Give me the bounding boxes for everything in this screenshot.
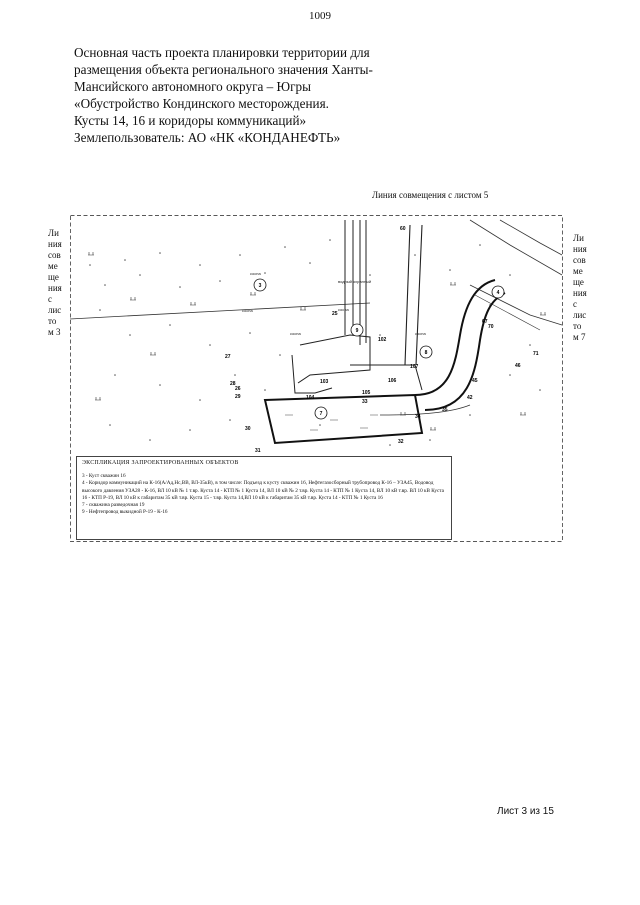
title-line: Мансийского автономного округа – Югры [74,79,311,94]
road-edge [474,294,541,331]
page-number: 1009 [309,10,331,22]
road-curve [379,404,471,416]
marsh-symbols [88,252,546,431]
legend-item: 4 - Коридор коммуникаций на К-16(А/Ад,Нс… [82,480,444,501]
road-edge [469,219,563,276]
map-frame [70,215,563,542]
svg-text:сосна: сосна [250,271,261,276]
title-line: Землепользователь: АО «НК «КОНДАНЕФТЬ» [74,130,341,145]
svg-text:45: 45 [472,378,478,384]
pad-hatching [285,414,378,431]
well-pad [263,393,424,445]
svg-text:сосна: сосна [242,308,253,313]
legend-item: 9 - Нефтепровод выкидной Р-19 - К-16 [82,509,168,516]
circle-markers [253,278,505,420]
corridor-lines [359,220,367,345]
svg-text:29: 29 [235,394,241,400]
legend-item: 7 - скважина разведочная 19 [82,502,145,509]
legend-item: 3 - Куст скважин 16 [82,473,126,480]
legend-heading: ЭКСПЛИКАЦИЯ ЗАПРОЕКТИРОВАННЫХ ОБЪЕКТОВ [82,460,239,466]
svg-text:9: 9 [356,328,359,334]
svg-text:28: 28 [230,381,236,387]
corridor-connection [297,334,371,384]
survey-line [70,302,371,320]
corridor-lines [344,220,354,335]
road-edge [499,219,563,256]
svg-text:33: 33 [362,399,368,405]
svg-text:31: 31 [255,448,261,454]
road-curve [424,292,506,411]
svg-text:105: 105 [362,390,371,396]
svg-text:сосна: сосна [338,307,349,312]
svg-text:104: 104 [306,395,315,401]
title-line: размещения объекта регионального значени… [74,62,373,77]
svg-text:30: 30 [245,426,251,432]
svg-text:34: 34 [415,414,421,420]
annotation-labels: сосна сосна сосна сосна сосна водный охр… [242,271,426,336]
legend-box: ЭКСПЛИКАЦИЯ ЗАПРОЕКТИРОВАННЫХ ОБЪЕКТОВ 3… [76,456,452,540]
svg-text:25: 25 [332,311,338,317]
road-curve [414,279,496,396]
svg-text:60: 60 [400,226,406,232]
svg-text:71: 71 [533,351,539,357]
circle-marker-labels: 3 9 8 4 7 [259,283,500,417]
site-plan-map: 3 9 8 4 7 60 25 26 27 28 29 30 31 32 33 … [70,215,563,542]
svg-text:70: 70 [488,324,494,330]
document-title: Основная часть проекта планировки террит… [74,44,374,146]
svg-text:сосна: сосна [290,331,301,336]
title-line: Кусты 14, 16 и коридоры коммуникаций» [74,113,307,128]
svg-text:32: 32 [398,439,404,445]
svg-text:7: 7 [320,411,323,417]
match-line-top-label: Линия совмещения с листом 5 [372,190,489,200]
svg-text:46: 46 [515,363,521,369]
svg-text:42: 42 [467,395,473,401]
svg-text:35: 35 [442,407,448,413]
svg-text:сосна: сосна [415,331,426,336]
svg-text:102: 102 [378,337,387,343]
svg-text:67: 67 [482,319,488,325]
title-line: Основная часть проекта планировки террит… [74,45,370,60]
point-labels: 60 25 26 27 28 29 30 31 32 33 34 35 42 4… [225,226,539,454]
svg-text:26: 26 [235,386,241,392]
terrain-dots [89,239,541,446]
corridor-connection [350,364,423,391]
svg-text:3: 3 [259,283,262,289]
svg-text:107: 107 [410,364,419,370]
title-line: «Обустройство Кондинского месторождения. [74,96,329,111]
svg-text:103: 103 [320,379,329,385]
svg-text:4: 4 [497,290,500,296]
corridor-lines [404,224,423,366]
corridor-connection [291,354,333,394]
svg-text:8: 8 [425,350,428,356]
svg-text:106: 106 [388,378,397,384]
sheet-number: Лист 3 из 15 [497,806,554,817]
svg-text:27: 27 [225,354,231,360]
svg-text:водный охранный: водный охранный [338,279,371,284]
road-edge [469,284,563,326]
